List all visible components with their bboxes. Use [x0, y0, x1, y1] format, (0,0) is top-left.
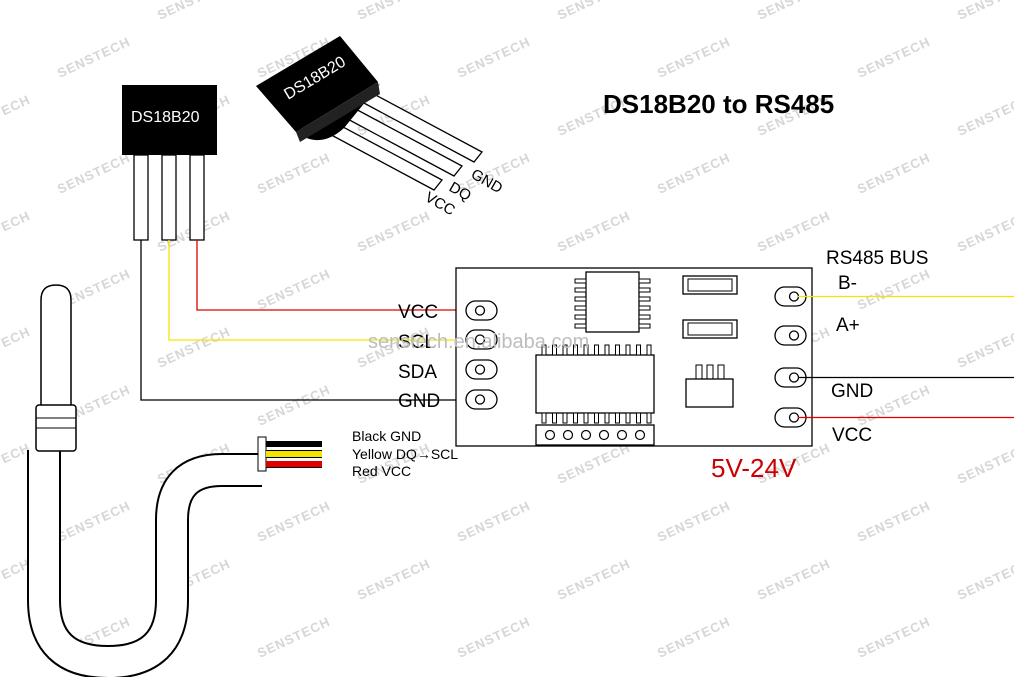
module-smd-1 [682, 275, 738, 295]
left-pin-sda: SDA [398, 362, 437, 383]
watermark-text: SENSTECH [255, 266, 333, 313]
diagram-title: DS18B20 to RS485 [603, 89, 834, 119]
cable-jacket-end [257, 436, 267, 472]
watermark-text: SENSTECH [255, 614, 333, 661]
watermark-text: SENSTECH [855, 150, 933, 197]
chip-to-module-wires [140, 240, 480, 401]
watermark-text: SENSTECH [755, 208, 833, 255]
watermark-text: SENSTECH [555, 440, 633, 487]
watermark-text: SENSTECH [455, 498, 533, 545]
chip-pin-1 [133, 154, 149, 241]
watermark-text: SENSTECH [55, 34, 133, 81]
watermark-text: SENSTECH [755, 0, 833, 23]
watermark-text: SENSTECH [655, 498, 733, 545]
watermark-text: SENSTECH [555, 556, 633, 603]
cable-label-yellow: Yellow DQ→SCL [352, 446, 458, 462]
watermark-text: SENSTECH [655, 34, 733, 81]
watermark-text: SENSTECH [0, 324, 33, 371]
watermark-text: SENSTECH [855, 34, 933, 81]
watermark-text: SENSTECH [955, 0, 1014, 23]
watermark-text: SENSTECH [955, 556, 1014, 603]
watermark-text: SENSTECH [555, 0, 633, 23]
watermark-text: SENSTECH [55, 150, 133, 197]
watermark-text: SENSTECH [355, 0, 433, 23]
ds18b20-chip: DS18B20 [122, 85, 217, 241]
right-pin-b: B- [838, 273, 857, 294]
watermark-text: SENSTECH [0, 208, 33, 255]
module-left-pin-pads [465, 300, 498, 410]
chip-pin-3 [189, 154, 205, 241]
bus-header: RS485 BUS [826, 248, 928, 269]
module-regulator [685, 364, 734, 408]
watermark-text: SENSTECH [955, 440, 1014, 487]
watermark-text: SENSTECH [955, 324, 1014, 371]
yellow-dq-wire [168, 240, 480, 341]
ds18b20-chip-label: DS18B20 [131, 109, 200, 126]
rs485-module: VCC SCL SDA GND [398, 267, 813, 447]
watermark-text: SENSTECH [855, 266, 933, 313]
watermark-text: SENSTECH [0, 0, 33, 23]
left-pin-gnd: GND [398, 391, 440, 412]
bus-wires [798, 295, 1014, 419]
watermark-text: SENSTECH [0, 92, 33, 139]
watermark-text: SENSTECH [155, 0, 233, 23]
probe: Black GND Yellow DQ→SCL Red VCC [26, 284, 458, 677]
probe-tube [40, 284, 72, 411]
watermark-text: SENSTECH [255, 382, 333, 429]
black-gnd-wire [140, 240, 480, 401]
watermark-text: SENSTECH [155, 324, 233, 371]
watermark-text: SENSTECH [255, 150, 333, 197]
watermark-text: SENSTECH [955, 92, 1014, 139]
watermark-text: SENSTECH [755, 556, 833, 603]
watermark-text: SENSTECH [455, 34, 533, 81]
watermark-text: SENSTECH [555, 208, 633, 255]
watermark-text: SENSTECH [655, 150, 733, 197]
red-vcc-wire [196, 240, 480, 311]
right-pin-vcc: VCC [832, 425, 872, 446]
module-smd-2 [682, 319, 738, 339]
cable-label-black: Black GND [352, 428, 421, 444]
left-pin-scl: SCL [398, 332, 435, 353]
module-ic-top [574, 271, 651, 333]
module-right-pin-pads [774, 286, 807, 428]
watermark-text: SENSTECH [355, 208, 433, 255]
watermark-text: SENSTECH [455, 614, 533, 661]
url-watermark: senstech.en.alibaba.com [368, 331, 589, 353]
module-header-row [535, 424, 655, 446]
watermark-text: SENSTECH [355, 556, 433, 603]
watermark-text: SENSTECH [955, 208, 1014, 255]
module-ic-main [535, 344, 655, 424]
cable-label-red: Red VCC [352, 463, 411, 479]
watermark-text: SENSTECH [55, 498, 133, 545]
watermark-text: SENSTECH [855, 614, 933, 661]
chip-pin-2 [161, 154, 177, 241]
right-pin-gnd: GND [831, 381, 873, 402]
watermark-text: SENSTECH [255, 498, 333, 545]
left-pin-vcc: VCC [398, 302, 438, 323]
right-pin-a: A+ [836, 315, 860, 336]
watermark-text: SENSTECH [855, 498, 933, 545]
watermark-text: SENSTECH [655, 614, 733, 661]
voltage-range: 5V-24V [711, 453, 797, 483]
